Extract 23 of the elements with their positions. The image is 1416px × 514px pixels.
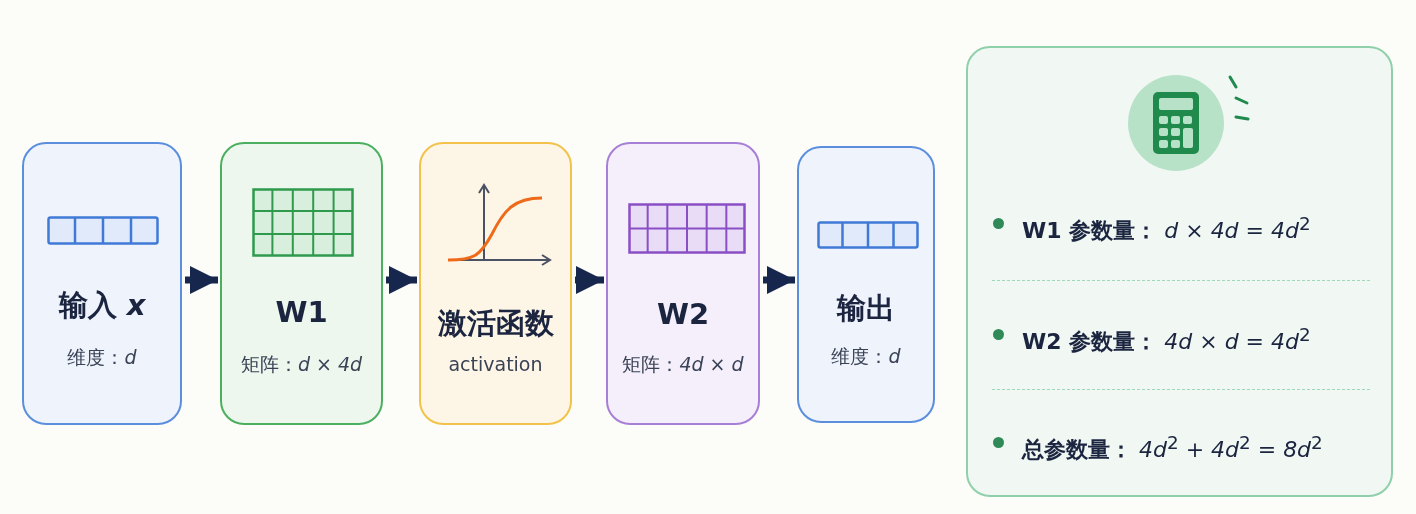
- process-box: [220, 142, 383, 425]
- formula-text: W2 参数量： 4d × d = 4d$^{2}$: [1022, 323, 1311, 357]
- box-title: 输入 x: [57, 287, 147, 324]
- process-box: [797, 146, 935, 423]
- arrow: [185, 266, 218, 294]
- box-title: 激活函数: [436, 305, 555, 342]
- box-title: 输出: [835, 290, 896, 327]
- formula-text: 总参数量： 4d$^{2}$ + 4d$^{2}$ = 8d$^{2}$: [1022, 431, 1323, 465]
- box-subtitle: 维度：d: [830, 344, 902, 369]
- arrow: [575, 266, 604, 294]
- box-title: W1: [274, 294, 329, 331]
- box-subtitle: activation: [447, 352, 544, 377]
- process-box: [606, 142, 760, 425]
- arrow: [386, 266, 417, 294]
- box-subtitle: 矩阵：d × 4d: [239, 352, 364, 377]
- box-subtitle: 矩阵：4d × d: [621, 352, 745, 377]
- arrow: [763, 266, 795, 294]
- process-box: [22, 142, 182, 425]
- box-title: W2: [655, 296, 711, 333]
- process-box: [419, 142, 572, 425]
- summary-panel: [966, 46, 1393, 497]
- formula-text: W1 参数量： d × 4d = 4d$^{2}$: [1022, 212, 1311, 246]
- box-subtitle: 维度：d: [66, 345, 138, 370]
